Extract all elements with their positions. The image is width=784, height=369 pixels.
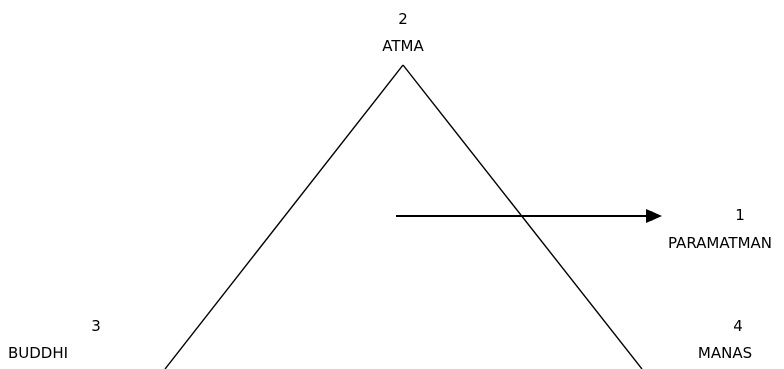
paramatman-name: PARAMATMAN xyxy=(668,234,772,252)
paramatman-number: 1 xyxy=(735,206,745,224)
atma-number: 2 xyxy=(398,10,408,28)
atma-name: ATMA xyxy=(382,37,424,55)
triangle-left-edge xyxy=(164,64,404,369)
manas-number: 4 xyxy=(733,317,743,335)
node-manas: 4 MANAS xyxy=(698,317,752,362)
node-paramatman: 1 PARAMATMAN xyxy=(668,206,772,252)
node-buddhi: 3 BUDDHI xyxy=(8,317,101,362)
buddhi-number: 3 xyxy=(91,317,101,335)
arrow-head-icon xyxy=(646,209,662,223)
node-atma: 2 ATMA xyxy=(382,10,424,55)
buddhi-name: BUDDHI xyxy=(8,344,68,362)
manas-name: MANAS xyxy=(698,344,752,362)
